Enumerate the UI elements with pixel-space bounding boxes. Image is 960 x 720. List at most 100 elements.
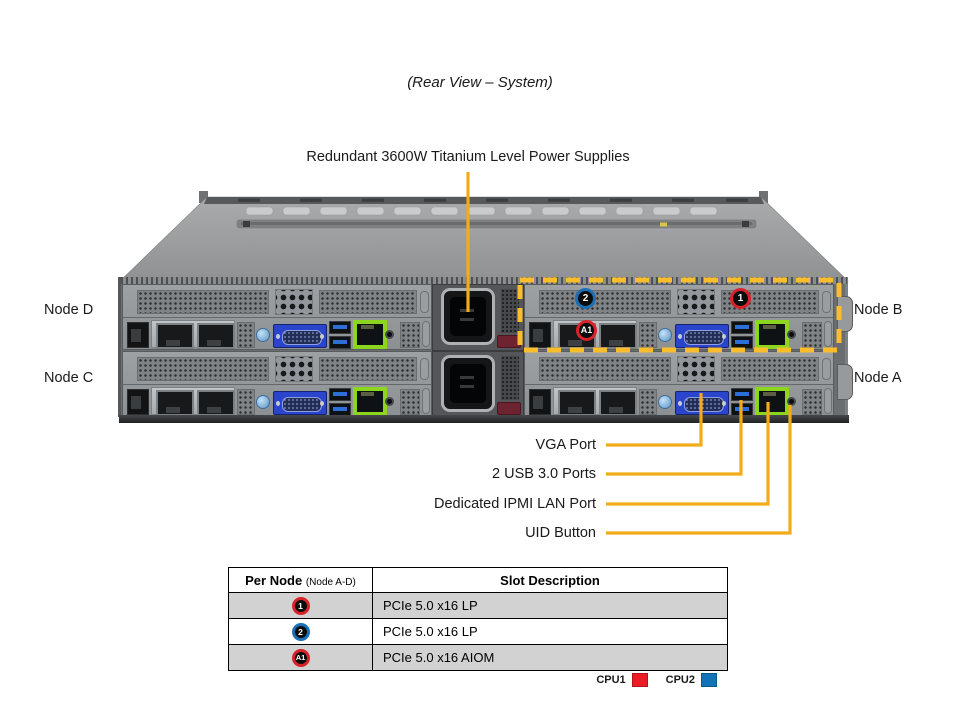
table-row: A1 PCIe 5.0 x16 AIOM bbox=[228, 644, 728, 671]
ethernet-port-icon bbox=[197, 390, 235, 416]
psu-callout-label: Redundant 3600W Titanium Level Power Sup… bbox=[306, 149, 630, 165]
lid-corner-tab-right bbox=[759, 191, 768, 203]
cpu2-color-swatch bbox=[701, 673, 717, 687]
vent-grill bbox=[721, 357, 819, 381]
usb3-port-icon bbox=[731, 336, 753, 349]
psu-latch bbox=[497, 402, 521, 415]
ethernet-port-icon bbox=[599, 390, 637, 416]
uid-button-icon bbox=[385, 397, 394, 406]
uid-button-icon bbox=[787, 397, 796, 406]
vent-grill bbox=[400, 322, 420, 348]
latch-slot bbox=[422, 388, 430, 414]
node-divider bbox=[123, 384, 431, 385]
latch-slot bbox=[822, 291, 831, 313]
cpu-legend: CPU1 CPU2 bbox=[228, 673, 717, 687]
table-row: 2 PCIe 5.0 x16 LP bbox=[228, 618, 728, 645]
slot-marker-a1-table: A1 bbox=[291, 648, 310, 667]
vga-port-icon bbox=[675, 324, 729, 348]
io-connector bbox=[529, 322, 551, 348]
per-node-header-subtext: (Node A-D) bbox=[305, 576, 356, 588]
vent-grill bbox=[237, 322, 255, 348]
usb-ports-label: 2 USB 3.0 Ports bbox=[492, 466, 596, 482]
vga-screw bbox=[722, 334, 726, 339]
slot-description-cell: PCIe 5.0 x16 LP bbox=[372, 592, 728, 619]
power-supply-top bbox=[432, 284, 524, 351]
vga-screw bbox=[276, 334, 280, 339]
vga-dsub bbox=[282, 330, 322, 345]
ethernet-ports bbox=[553, 387, 637, 416]
usb3-port-icon bbox=[731, 388, 753, 401]
vent-grill bbox=[802, 322, 822, 348]
thumbscrew-icon bbox=[658, 395, 672, 409]
node-panel-d bbox=[122, 284, 432, 350]
table-header-slot-description: Slot Description bbox=[372, 567, 728, 593]
lid-handle-groove bbox=[235, 218, 758, 230]
vga-screw bbox=[722, 401, 726, 406]
lid-top-strip-dashes bbox=[238, 198, 748, 202]
ipmi-lan-port-icon bbox=[353, 320, 387, 349]
usb3-port-icon bbox=[329, 403, 351, 416]
latch-slot bbox=[420, 358, 429, 380]
table-header-row: Per Node (Node A-D) Slot Description bbox=[228, 567, 728, 593]
ethernet-port-icon bbox=[156, 323, 194, 349]
node-panel-c bbox=[122, 351, 432, 417]
vga-dsub bbox=[684, 330, 724, 345]
cpu1-legend-label: CPU1 bbox=[596, 674, 626, 686]
lid-top-strip bbox=[204, 197, 764, 204]
psu-vents bbox=[501, 356, 519, 400]
thumbscrew-icon bbox=[658, 328, 672, 342]
power-supply-bottom bbox=[432, 351, 524, 418]
vent-hole-block bbox=[677, 289, 715, 315]
io-connector bbox=[127, 389, 149, 415]
node-panel-a bbox=[524, 351, 834, 417]
usb3-port-icon bbox=[329, 388, 351, 401]
chassis-latch-tab bbox=[837, 364, 853, 400]
slot-description-table: Per Node (Node A-D) Slot Description 1 P… bbox=[228, 567, 728, 671]
latch-slot bbox=[824, 388, 832, 414]
latch-slot bbox=[422, 321, 430, 347]
psu-power-inlet bbox=[450, 297, 486, 336]
vga-port-label: VGA Port bbox=[535, 437, 596, 453]
psu-power-inlet bbox=[450, 364, 486, 403]
slot-marker-a1-chassis: A1 bbox=[576, 320, 597, 341]
vent-grill bbox=[539, 290, 671, 314]
vent-hole-block bbox=[275, 356, 313, 382]
usb3-port-icon bbox=[329, 336, 351, 349]
lid-vent-row bbox=[245, 206, 718, 216]
vent-grill bbox=[319, 357, 417, 381]
vga-dsub bbox=[684, 397, 724, 412]
ethernet-ports bbox=[151, 387, 235, 416]
vga-screw bbox=[320, 401, 324, 406]
io-connector bbox=[127, 322, 149, 348]
chassis-base-edge bbox=[119, 415, 849, 423]
vent-grill bbox=[639, 389, 657, 415]
uid-button-icon bbox=[787, 330, 796, 339]
cpu1-color-swatch bbox=[631, 673, 648, 687]
psu-vents bbox=[501, 289, 519, 333]
uid-callout-line bbox=[606, 405, 792, 535]
usb3-port-icon bbox=[329, 321, 351, 334]
rear-panel-vent-hatch bbox=[121, 277, 847, 284]
vent-grill bbox=[319, 290, 417, 314]
ipmi-lan-port-label: Dedicated IPMI LAN Port bbox=[434, 496, 596, 512]
vga-port-icon bbox=[273, 324, 327, 348]
ethernet-ports bbox=[151, 320, 235, 349]
node-divider bbox=[123, 317, 431, 318]
slot-marker-1-chassis: 1 bbox=[730, 288, 751, 309]
ethernet-port-icon bbox=[156, 390, 194, 416]
slot-marker-1-table: 1 bbox=[291, 596, 310, 615]
node-b-label: Node B bbox=[854, 302, 903, 318]
vent-grill bbox=[137, 290, 269, 314]
vent-grill bbox=[400, 389, 420, 415]
vent-grill bbox=[639, 322, 657, 348]
vga-screw bbox=[678, 334, 682, 339]
vent-grill bbox=[539, 357, 671, 381]
vga-screw bbox=[678, 401, 682, 406]
vga-port-icon bbox=[675, 391, 729, 415]
thumbscrew-icon bbox=[256, 328, 270, 342]
vga-screw bbox=[276, 401, 280, 406]
latch-slot bbox=[420, 291, 429, 313]
chassis-lid bbox=[119, 196, 849, 282]
vent-grill bbox=[237, 389, 255, 415]
